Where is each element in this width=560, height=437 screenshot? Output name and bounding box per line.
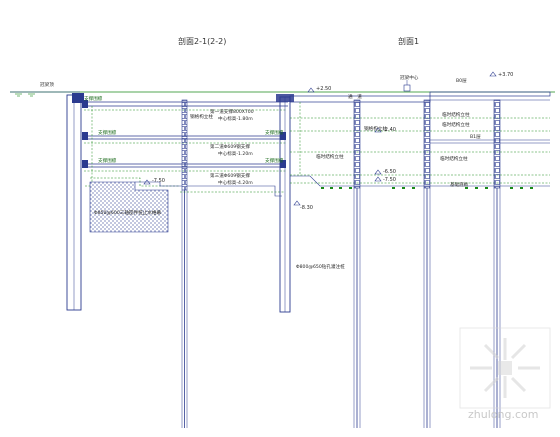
label-base: 基础底板 [450,181,469,188]
left-lattice-column [181,99,188,191]
label-left-support-top: 冠梁顶 [40,81,54,88]
right-lattice-column-2 [423,99,431,189]
title-left: 剖面2-1(2-2) [178,36,226,46]
label-left-wale-3: 支撑围檩 [98,157,117,164]
right-lattice-column-3 [493,99,501,189]
label-elev-r2: -6.50 [383,169,396,175]
label-elev-left-pit: -8.30 [300,205,313,211]
left-soil-block [89,181,169,233]
label-pass: 通 道 [348,93,362,100]
label-right-col-2: 临时结构立柱 [442,111,470,118]
label-left-wale-2: 支撑围檩 [98,129,117,136]
label-pile-left: Φ850@600三轴搅拌桩止水帷幕 [94,209,161,216]
label-right-top: 冠梁中心 [400,74,419,81]
label-b1: B1层 [470,134,481,140]
label-strut-3a: 第三道Φ609钢支撑 [210,172,250,179]
label-elev-left-bottom: -7.50 [152,178,165,184]
label-strut-3b: 中心标高-4.20m [218,179,253,186]
right-excavation-bottom [290,175,550,187]
label-pile-right: Φ800@650钻孔灌注桩 [296,263,345,270]
label-left-column: 钢格构立柱 [190,113,213,120]
label-right-col-4: 临时结构立柱 [316,153,344,160]
label-strut-1a: 第一道支撑800X700 [210,108,254,115]
label-left-wale-r2: 支撑围檩 [265,129,284,136]
label-strut-2b: 中心标高-1.20m [218,150,253,157]
label-elev-r3: -7.50 [383,177,396,183]
label-elev-top-right: +3.70 [498,72,513,78]
label-right-col-3: 临时结构立柱 [442,121,470,128]
label-elev-r1: -2.40 [383,127,396,133]
left-cap-beam [72,93,84,103]
watermark-text: zhulong.com [468,408,538,421]
ground-symbol [15,93,35,97]
title-right: 剖面1 [398,36,419,46]
left-excavation-bottom [135,181,182,187]
watermark-logo [459,327,551,409]
label-strut-1b: 中心标高-1.80m [218,115,253,122]
label-strut-2a: 第二道Φ609钢支撑 [210,143,250,150]
right-lattice-column-1 [353,99,361,189]
label-right-column-1: 钢格构立柱 [364,125,387,132]
right-b0-slab [429,91,551,97]
label-left-wale-r3: 支撑围檩 [265,157,284,164]
label-left-wale-1: 支撑围檩 [84,95,103,102]
label-elev-top-left: +2.50 [316,86,331,92]
label-b0: B0层 [456,78,467,84]
label-right-col-5: 临时结构立柱 [440,155,468,162]
